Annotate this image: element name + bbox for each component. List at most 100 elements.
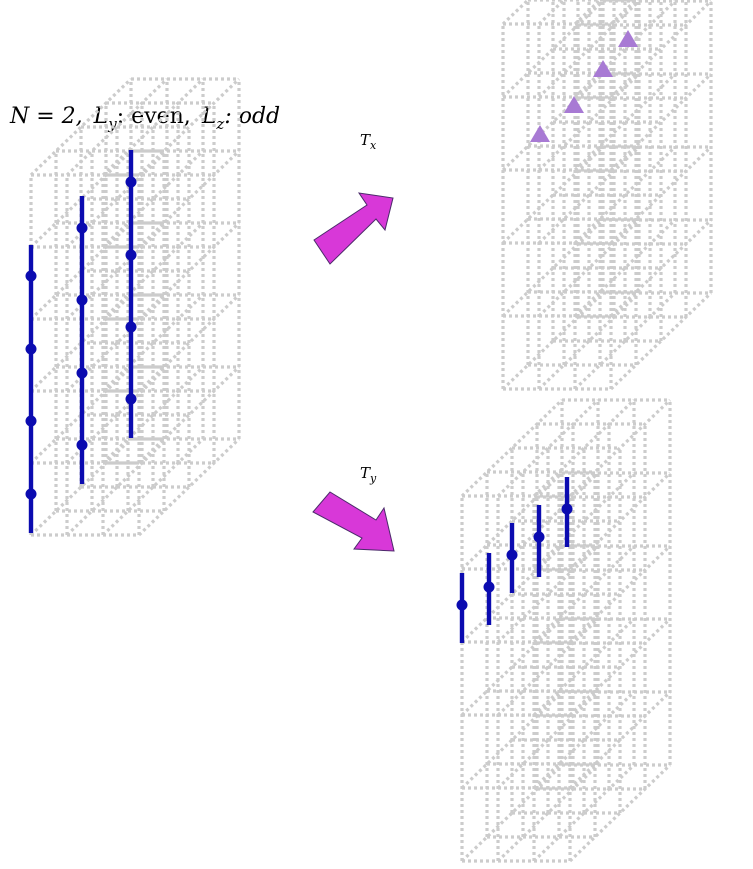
strings-left bbox=[25, 150, 137, 533]
lattice-edge bbox=[573, 291, 677, 391]
lattice-edge bbox=[460, 471, 564, 571]
lattice-edge bbox=[568, 763, 672, 863]
ly-sub: y bbox=[107, 115, 117, 133]
ty-label-sub: y bbox=[369, 472, 377, 485]
lattice-edge bbox=[532, 398, 636, 498]
string-dot-icon bbox=[125, 249, 137, 261]
string-dot-icon bbox=[483, 581, 495, 593]
lattice-edge bbox=[101, 149, 205, 249]
lattice-edge bbox=[501, 218, 605, 318]
lattice-edge bbox=[573, 0, 677, 99]
ty-label-main: T bbox=[360, 464, 371, 482]
lattice-edge bbox=[65, 365, 169, 465]
lattice-edge bbox=[537, 0, 641, 99]
lattice-edge bbox=[573, 72, 677, 172]
lattice-tx-result bbox=[501, 0, 713, 391]
lattice-edge bbox=[568, 690, 672, 790]
lattice-edge bbox=[568, 617, 672, 717]
lattice-left bbox=[29, 77, 241, 537]
lattice-edge bbox=[537, 72, 641, 172]
lattice-edge bbox=[573, 145, 677, 245]
string-dot-icon bbox=[76, 222, 88, 234]
string-dot-icon bbox=[533, 531, 545, 543]
lattice-edge bbox=[496, 763, 600, 863]
string-dot-icon bbox=[25, 488, 37, 500]
triangle-icon bbox=[618, 30, 638, 47]
string-dot-icon bbox=[25, 415, 37, 427]
lattice-edge bbox=[496, 471, 600, 571]
lattice-edge bbox=[537, 218, 641, 318]
lattice-edge bbox=[460, 690, 564, 790]
lattice-edge bbox=[496, 398, 600, 498]
lattice-edge bbox=[65, 437, 169, 537]
lattice-edge bbox=[29, 293, 133, 393]
string-dot-icon bbox=[25, 343, 37, 355]
ty-label: Ty bbox=[360, 464, 377, 485]
lattice-edge bbox=[501, 145, 605, 245]
lattice-edge bbox=[137, 221, 241, 321]
lattice-edge bbox=[101, 293, 205, 393]
lattice-edge bbox=[496, 690, 600, 790]
string-dot-icon bbox=[456, 599, 468, 611]
string-dot-icon bbox=[125, 321, 137, 333]
triangles-tx-result bbox=[530, 30, 638, 142]
lattice-edge bbox=[137, 365, 241, 465]
lattice-edge bbox=[532, 617, 636, 717]
lattice-edge bbox=[137, 149, 241, 249]
lz-value: : odd bbox=[224, 104, 280, 129]
lattice-edge bbox=[101, 221, 205, 321]
string-dot-icon bbox=[76, 367, 88, 379]
lattice-edge bbox=[573, 218, 677, 318]
lattice-edge bbox=[29, 221, 133, 321]
lattice-edge bbox=[29, 77, 133, 177]
lz-sub: z bbox=[215, 115, 224, 133]
lattice-ty-result bbox=[460, 398, 672, 863]
triangle-icon bbox=[530, 125, 550, 142]
lattice-edge bbox=[609, 72, 713, 172]
lattice-edge bbox=[137, 77, 241, 177]
lattice-edge bbox=[537, 145, 641, 245]
strings-ty-result bbox=[456, 477, 573, 643]
lattice-edge bbox=[65, 149, 169, 249]
lattice-edge bbox=[532, 690, 636, 790]
lattice-edge bbox=[496, 544, 600, 644]
lattice-edge bbox=[29, 365, 133, 465]
lattice-edge bbox=[532, 544, 636, 644]
lattice-edge bbox=[501, 0, 605, 99]
lattice-edge bbox=[609, 0, 713, 99]
lattice-edge bbox=[460, 763, 564, 863]
lattice-edge bbox=[568, 398, 672, 498]
string-dot-icon bbox=[125, 176, 137, 188]
lattice-edge bbox=[65, 77, 169, 177]
lattice-edge bbox=[568, 471, 672, 571]
lattice-edge bbox=[101, 437, 205, 537]
lattice-edge bbox=[460, 617, 564, 717]
lattice-edge bbox=[65, 221, 169, 321]
string-dot-icon bbox=[76, 294, 88, 306]
arrow-to-ty-icon bbox=[312, 491, 395, 552]
lattice-edge bbox=[29, 437, 133, 537]
string-dot-icon bbox=[25, 270, 37, 282]
lattice-edge bbox=[65, 293, 169, 393]
string-dot-icon bbox=[125, 393, 137, 405]
lattice-edge bbox=[501, 291, 605, 391]
string-dot-icon bbox=[561, 503, 573, 515]
lattice-edge bbox=[609, 291, 713, 391]
lattice-edge bbox=[101, 365, 205, 465]
lattice-edge bbox=[101, 77, 205, 177]
lattice-edge bbox=[137, 437, 241, 537]
lattice-edge bbox=[460, 398, 564, 498]
tx-label: Tx bbox=[360, 131, 377, 152]
triangle-icon bbox=[593, 60, 613, 77]
lattice-edge bbox=[496, 617, 600, 717]
lattice-edge bbox=[609, 218, 713, 318]
lattice-edge bbox=[568, 544, 672, 644]
lattice-edge bbox=[29, 149, 133, 249]
lattice-edge bbox=[532, 471, 636, 571]
triangle-icon bbox=[564, 96, 584, 113]
n-label: N = 2, bbox=[9, 104, 83, 129]
string-dot-icon bbox=[76, 439, 88, 451]
arrow-to-tx-icon bbox=[313, 192, 394, 265]
tx-label-sub: x bbox=[370, 139, 377, 152]
